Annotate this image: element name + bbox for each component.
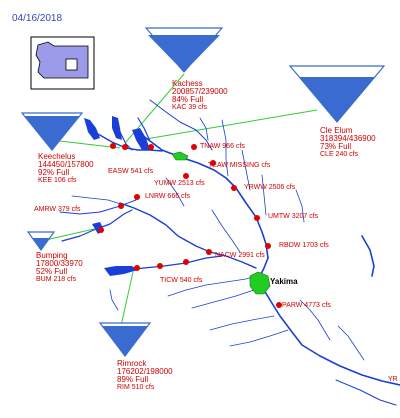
station-label-rbdw: RBDW 1703 cfs [279,242,329,249]
station-dot-naches-mid[interactable] [183,259,189,265]
station-dot-easw[interactable] [122,144,128,150]
reservoir-percent: 73% Full [320,142,352,151]
reservoir-flow: KAC 39 cfs [172,104,208,111]
station-dot-parw[interactable] [276,302,282,308]
reservoir-storage: 200857/239000 [172,87,228,96]
station-dot-kee-outlet[interactable] [110,143,116,149]
station-dots [98,143,282,308]
station-dot-rim-outlet[interactable] [134,265,140,271]
station-dot-naches-upper[interactable] [118,203,124,209]
city-area [249,271,271,295]
reservoir-flow: KEE 106 cfs [38,177,77,184]
station-label-tnaw: TNAW 966 cfs [200,143,245,150]
reservoir-label-bumping: Bumping 17800/33970 52% Full BUM 218 cfs [36,252,83,284]
station-dot-rbdw[interactable] [265,243,271,249]
station-dot-nacw[interactable] [206,249,212,255]
station-dot-teaw[interactable] [210,160,216,166]
station-label-yr: YR [388,376,398,383]
reservoir-kachess[interactable] [144,27,224,73]
station-label-ticw: TICW 540 cfs [160,277,203,284]
reservoir-flow: BUM 218 cfs [36,276,77,283]
station-label-yumw: YUMW 2513 cfs [154,180,205,187]
reservoir-label-rimrock: Rimrock 176202/198000 89% Full RIM 510 c… [117,360,173,392]
reservoir-bumping[interactable] [26,231,56,252]
station-label-lnrw: LNRW 666 cfs [145,193,190,200]
reservoir-label-keechelus: Keechelus 144450/157800 92% Full KEE 106… [38,153,94,185]
station-dot-yumw[interactable] [183,173,189,179]
reservoir-name: Cle Elum [320,126,353,135]
reservoir-name: Kachess [172,79,203,88]
report-date: 04/16/2018 [12,13,63,24]
ellensburg-area [171,151,189,161]
reservoir-storage: 17800/33970 [36,259,83,268]
reservoir-percent: 52% Full [36,267,68,276]
station-dot-cle-outlet[interactable] [148,144,154,150]
reservoir-storage: 176202/198000 [117,367,173,376]
station-label-yrww: YRWW 2506 cfs [244,184,296,191]
rivers [59,99,400,406]
reservoir-name: Rimrock [117,359,147,368]
reservoir-percent: 92% Full [38,168,70,177]
reservoir-percent: 89% Full [117,375,149,384]
reservoir-name: Keechelus [38,152,76,161]
reservoir-percent: 84% Full [172,95,204,104]
leader-lines [40,73,318,327]
reservoir-storage: 318394/436900 [320,134,376,143]
station-dot-ticw[interactable] [157,263,163,269]
station-dot-umtw[interactable] [254,215,260,221]
state-inset [30,36,95,90]
reservoir-name: Bumping [36,251,68,260]
station-dot-yrww[interactable] [231,185,237,191]
lakes [84,116,150,276]
reservoir-flow: CLE 240 cfs [320,151,359,158]
reservoir-cle-elum[interactable] [288,65,386,123]
station-label-easw: EASW 541 cfs [108,168,154,175]
station-label-nacw: NACW 2991 cfs [215,252,265,259]
station-dot-bumping[interactable] [98,227,104,233]
city-label: Yakima [270,277,298,286]
reservoir-label-kachess: Kachess 200857/239000 84% Full KAC 39 cf… [172,80,228,112]
station-dot-tnaw[interactable] [191,144,197,150]
reservoir-label-cle-elum: Cle Elum 318394/436900 73% Full CLE 240 … [320,127,376,159]
station-label-teaw: TEAW MISSING cfs [208,162,271,169]
station-label-parw: PARW 4773 cfs [282,302,331,309]
reservoir-rimrock[interactable] [98,322,152,357]
reservoir-keechelus[interactable] [20,112,84,151]
station-label-amrw: AMRW 379 cfs [34,206,81,213]
station-label-umtw: UMTW 3207 cfs [268,213,319,220]
station-dot-lnrw[interactable] [134,194,140,200]
reservoir-flow: RIM 510 cfs [117,384,155,391]
reservoir-storage: 144450/157800 [38,160,94,169]
